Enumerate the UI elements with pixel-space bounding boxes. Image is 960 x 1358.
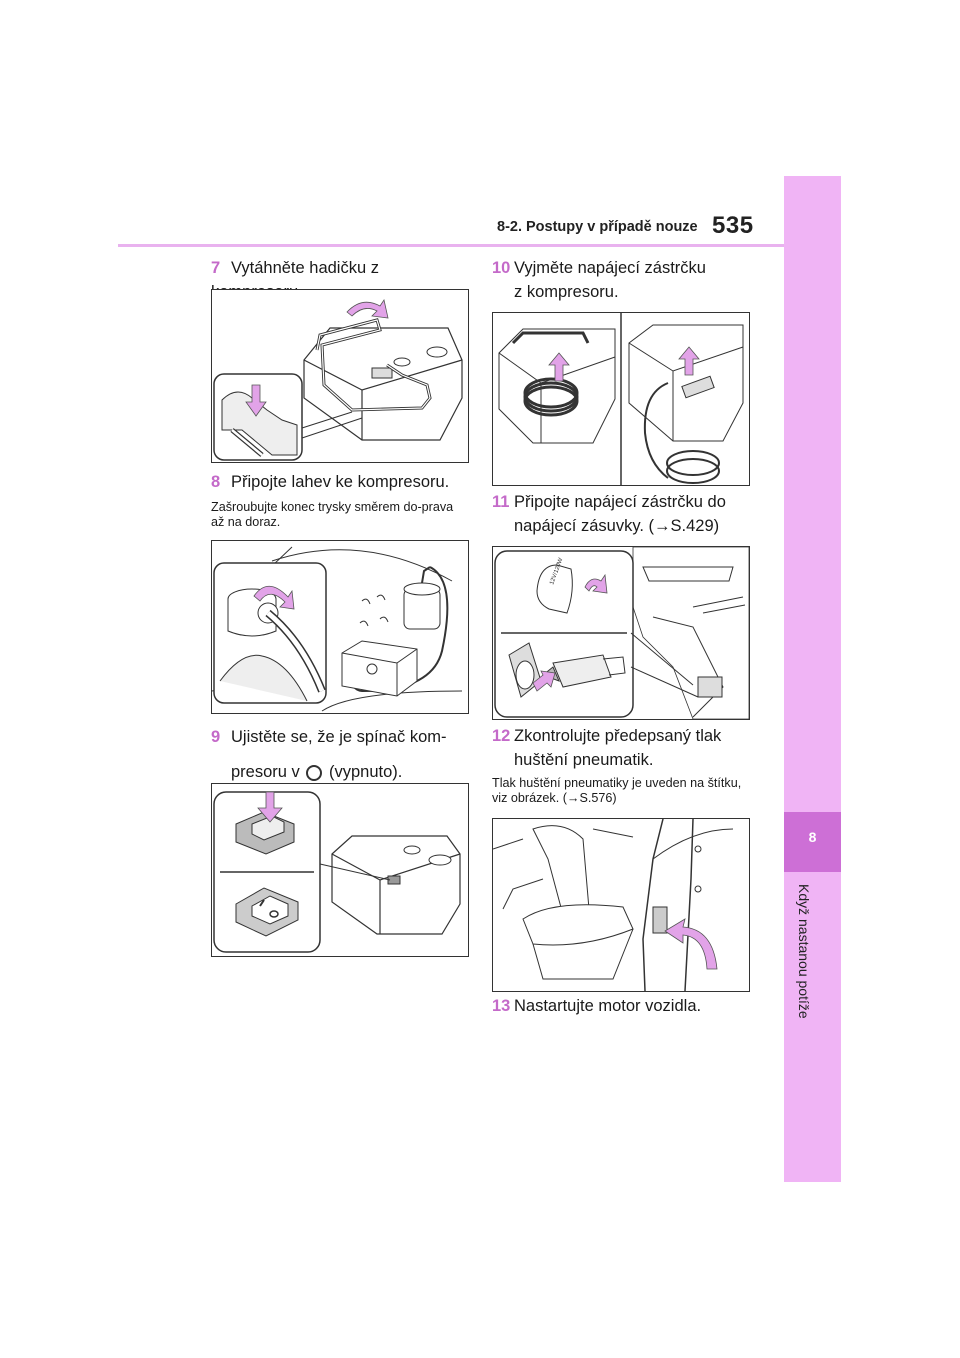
step-number: 13 — [492, 997, 511, 1015]
step-number: 7 — [211, 259, 221, 277]
step-number: 12 — [492, 727, 511, 745]
figure-connect-bottle — [211, 540, 469, 714]
step-number: 8 — [211, 473, 221, 491]
step-text-line1: Ujistěte se, že je spínač kom- — [231, 728, 447, 746]
figure-compressor-switch — [211, 783, 469, 957]
step-text-line1: Vyjměte napájecí zástrčku — [514, 259, 706, 277]
step-8: 8 Připojte lahev ke kompresoru. — [211, 470, 471, 494]
step-8-note: Zašroubujte konec trysky směrem do-prava… — [211, 500, 454, 529]
step-text-line2: huštění pneumatik. — [514, 751, 654, 769]
step-text-line1: Zkontrolujte předepsaný tlak — [514, 727, 722, 745]
step-text: Připojte lahev ke kompresoru. — [231, 473, 450, 491]
chapter-number-box — [784, 812, 841, 872]
step-text-line2-after: (vypnuto). — [328, 763, 403, 781]
step-text-line2: napájecí zásuvky. (→S.429) — [514, 517, 720, 535]
figure-remove-plug — [492, 312, 750, 486]
step-number: 11 — [492, 493, 510, 511]
step-9: 9 Ujistěte se, že je spínač kom- presoru … — [211, 720, 473, 790]
step-12-note: Tlak huštění pneumatiky je uveden na ští… — [492, 776, 742, 805]
step-text: Nastartujte motor vozidla. — [514, 997, 702, 1015]
header-divider — [118, 244, 784, 247]
figure-pull-hose — [211, 289, 469, 463]
figure-power-socket: 12V/120W — [492, 546, 750, 720]
page-number: 535 — [712, 212, 754, 239]
step-text-line2: z kompresoru. — [514, 283, 619, 301]
chapter-title: Když nastanou potíže — [796, 884, 812, 1019]
section-title: 8-2. Postupy v případě nouze — [497, 219, 698, 235]
chapter-number: 8 — [808, 829, 817, 845]
power-off-icon — [306, 764, 323, 781]
step-text-line1: Připojte napájecí zástrčku do — [514, 493, 726, 511]
step-text-line2-before: presoru v — [231, 763, 300, 781]
step-number: 9 — [211, 728, 221, 746]
figure-tire-pressure-label — [492, 818, 750, 992]
chapter-side-tab — [784, 176, 841, 1182]
step-number: 10 — [492, 259, 511, 277]
